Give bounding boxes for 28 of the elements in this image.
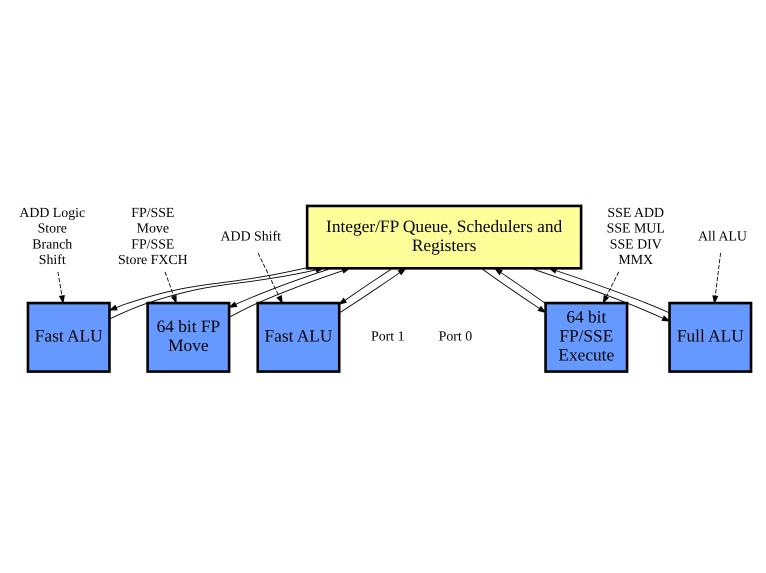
- node-text: All ALU: [698, 228, 747, 244]
- node-text: FP/SSE Move FP/SSE Store FXCH: [118, 206, 188, 268]
- arrow: [338, 268, 393, 305]
- node-box: 64 bit FP/SSE Execute: [544, 301, 628, 372]
- arrow: [108, 266, 308, 310]
- node-text: ADD Shift: [220, 228, 282, 244]
- node-box: Fast ALU: [26, 301, 111, 372]
- node-box: Fast ALU: [256, 301, 341, 372]
- label: Port 0: [438, 329, 472, 344]
- arrow: [338, 267, 407, 313]
- arrow: [57, 270, 65, 304]
- arrow: [109, 266, 324, 319]
- arrow: [258, 252, 283, 304]
- arrow: [712, 252, 722, 304]
- node-box: 64 bit FP Move: [146, 301, 230, 372]
- node-box: Integer/FP Queue, Schedulers and Registers: [306, 204, 582, 270]
- label: Port 1: [371, 329, 405, 344]
- arrow: [548, 267, 670, 313]
- node-text: SSE ADD SSE MUL SSE DIV MMX: [606, 206, 665, 268]
- arrow: [602, 270, 620, 304]
- node-text: ADD Logic Store Branch Shift: [19, 206, 86, 268]
- arrow: [481, 268, 546, 313]
- node-box: Full ALU: [668, 301, 752, 372]
- arrow: [228, 267, 351, 318]
- arrow: [164, 270, 177, 304]
- arrow: [228, 268, 332, 308]
- arrow: [530, 267, 671, 322]
- arrow: [494, 267, 546, 304]
